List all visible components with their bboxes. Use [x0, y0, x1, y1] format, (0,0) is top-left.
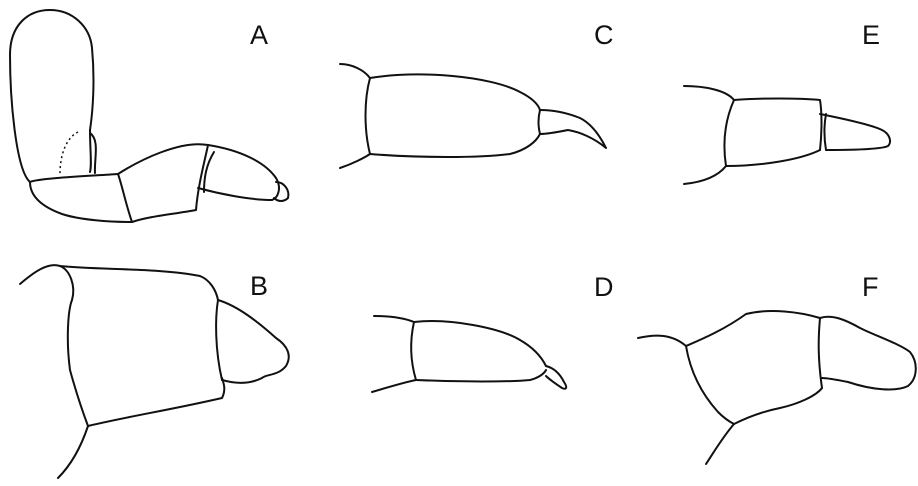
- panel-b-drawing: B: [19, 264, 290, 479]
- panel-b-label: B: [250, 271, 268, 301]
- panel-c-drawing: C: [339, 20, 614, 169]
- panel-d-drawing: D: [371, 272, 614, 393]
- panel-c-label: C: [594, 20, 614, 50]
- panel-a-label: A: [250, 20, 268, 50]
- panel-a-drawing: A: [9, 9, 290, 223]
- panel-e-label: E: [862, 20, 880, 50]
- panel-f-label: F: [862, 272, 879, 302]
- panel-f-drawing: F: [637, 272, 917, 465]
- panel-d-label: D: [594, 272, 614, 302]
- panel-e-drawing: E: [683, 20, 891, 185]
